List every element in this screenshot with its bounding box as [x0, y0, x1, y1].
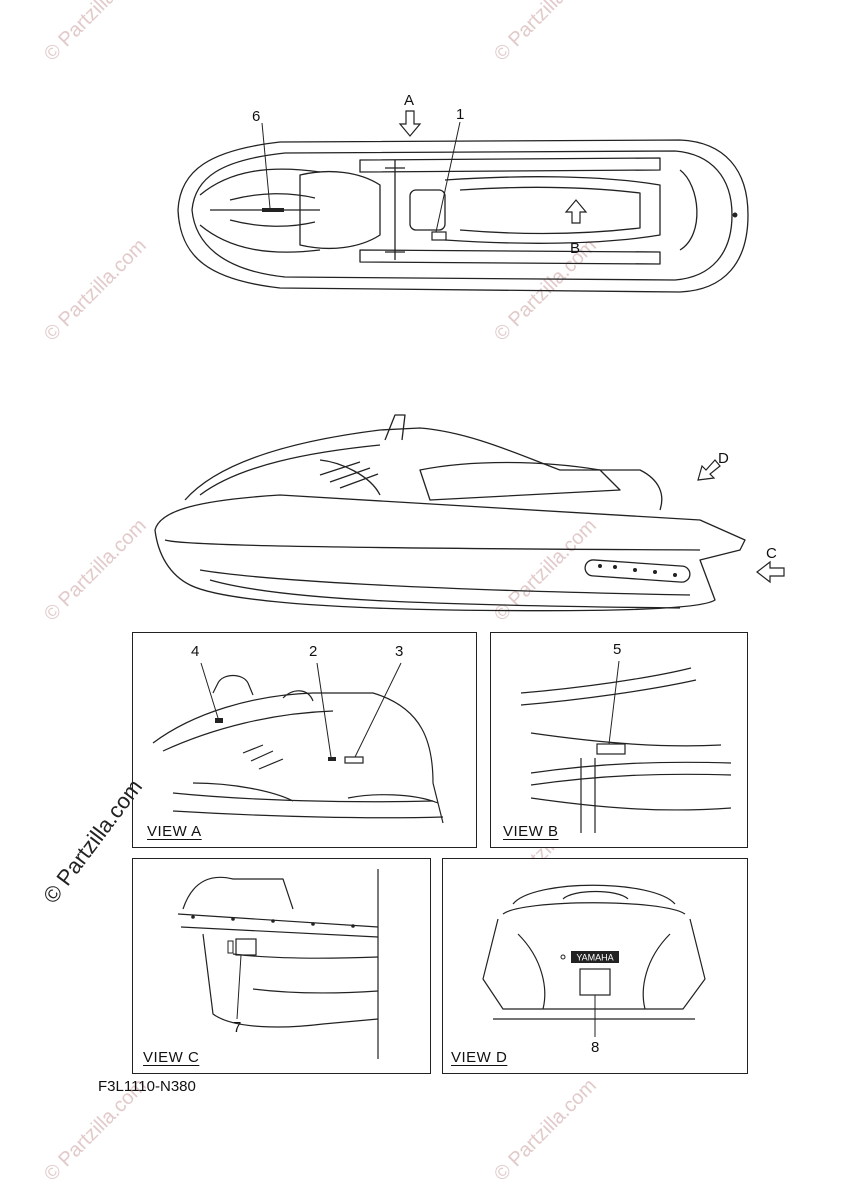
callout-6: 6	[252, 108, 261, 125]
view-a-panel: 4 2 3 VIEW A	[132, 632, 477, 848]
callout-7: 7	[233, 1019, 242, 1036]
callout-3: 3	[395, 643, 404, 660]
direction-marker-b: B	[570, 240, 581, 257]
view-a-label: VIEW A	[147, 823, 202, 840]
callout-4: 4	[191, 643, 200, 660]
view-b-panel: 5 VIEW B	[490, 632, 748, 848]
side-view-drawing	[154, 414, 785, 612]
view-b-drawing	[520, 660, 732, 833]
direction-marker-a: A	[404, 92, 415, 109]
callout-5: 5	[613, 641, 622, 658]
callout-2: 2	[309, 643, 318, 660]
view-c-panel: 7 VIEW C	[132, 858, 431, 1074]
view-c-drawing	[177, 869, 379, 1059]
part-code: F3L1110-N380	[98, 1078, 196, 1095]
view-d-drawing: YAMAHA	[482, 884, 706, 1037]
view-a-drawing	[152, 662, 444, 824]
brand-plate-text: YAMAHA	[576, 953, 613, 963]
direction-marker-c: C	[766, 545, 777, 562]
view-d-panel: YAMAHA 8 VIEW D	[442, 858, 748, 1074]
view-d-label: VIEW D	[451, 1049, 508, 1066]
direction-marker-d: D	[718, 450, 729, 467]
callout-8: 8	[591, 1039, 600, 1056]
view-b-label: VIEW B	[503, 823, 559, 840]
top-view-drawing	[177, 110, 749, 293]
callout-1: 1	[456, 106, 465, 123]
watermark: © Partzilla.com	[490, 1074, 601, 1186]
view-c-label: VIEW C	[143, 1049, 200, 1066]
